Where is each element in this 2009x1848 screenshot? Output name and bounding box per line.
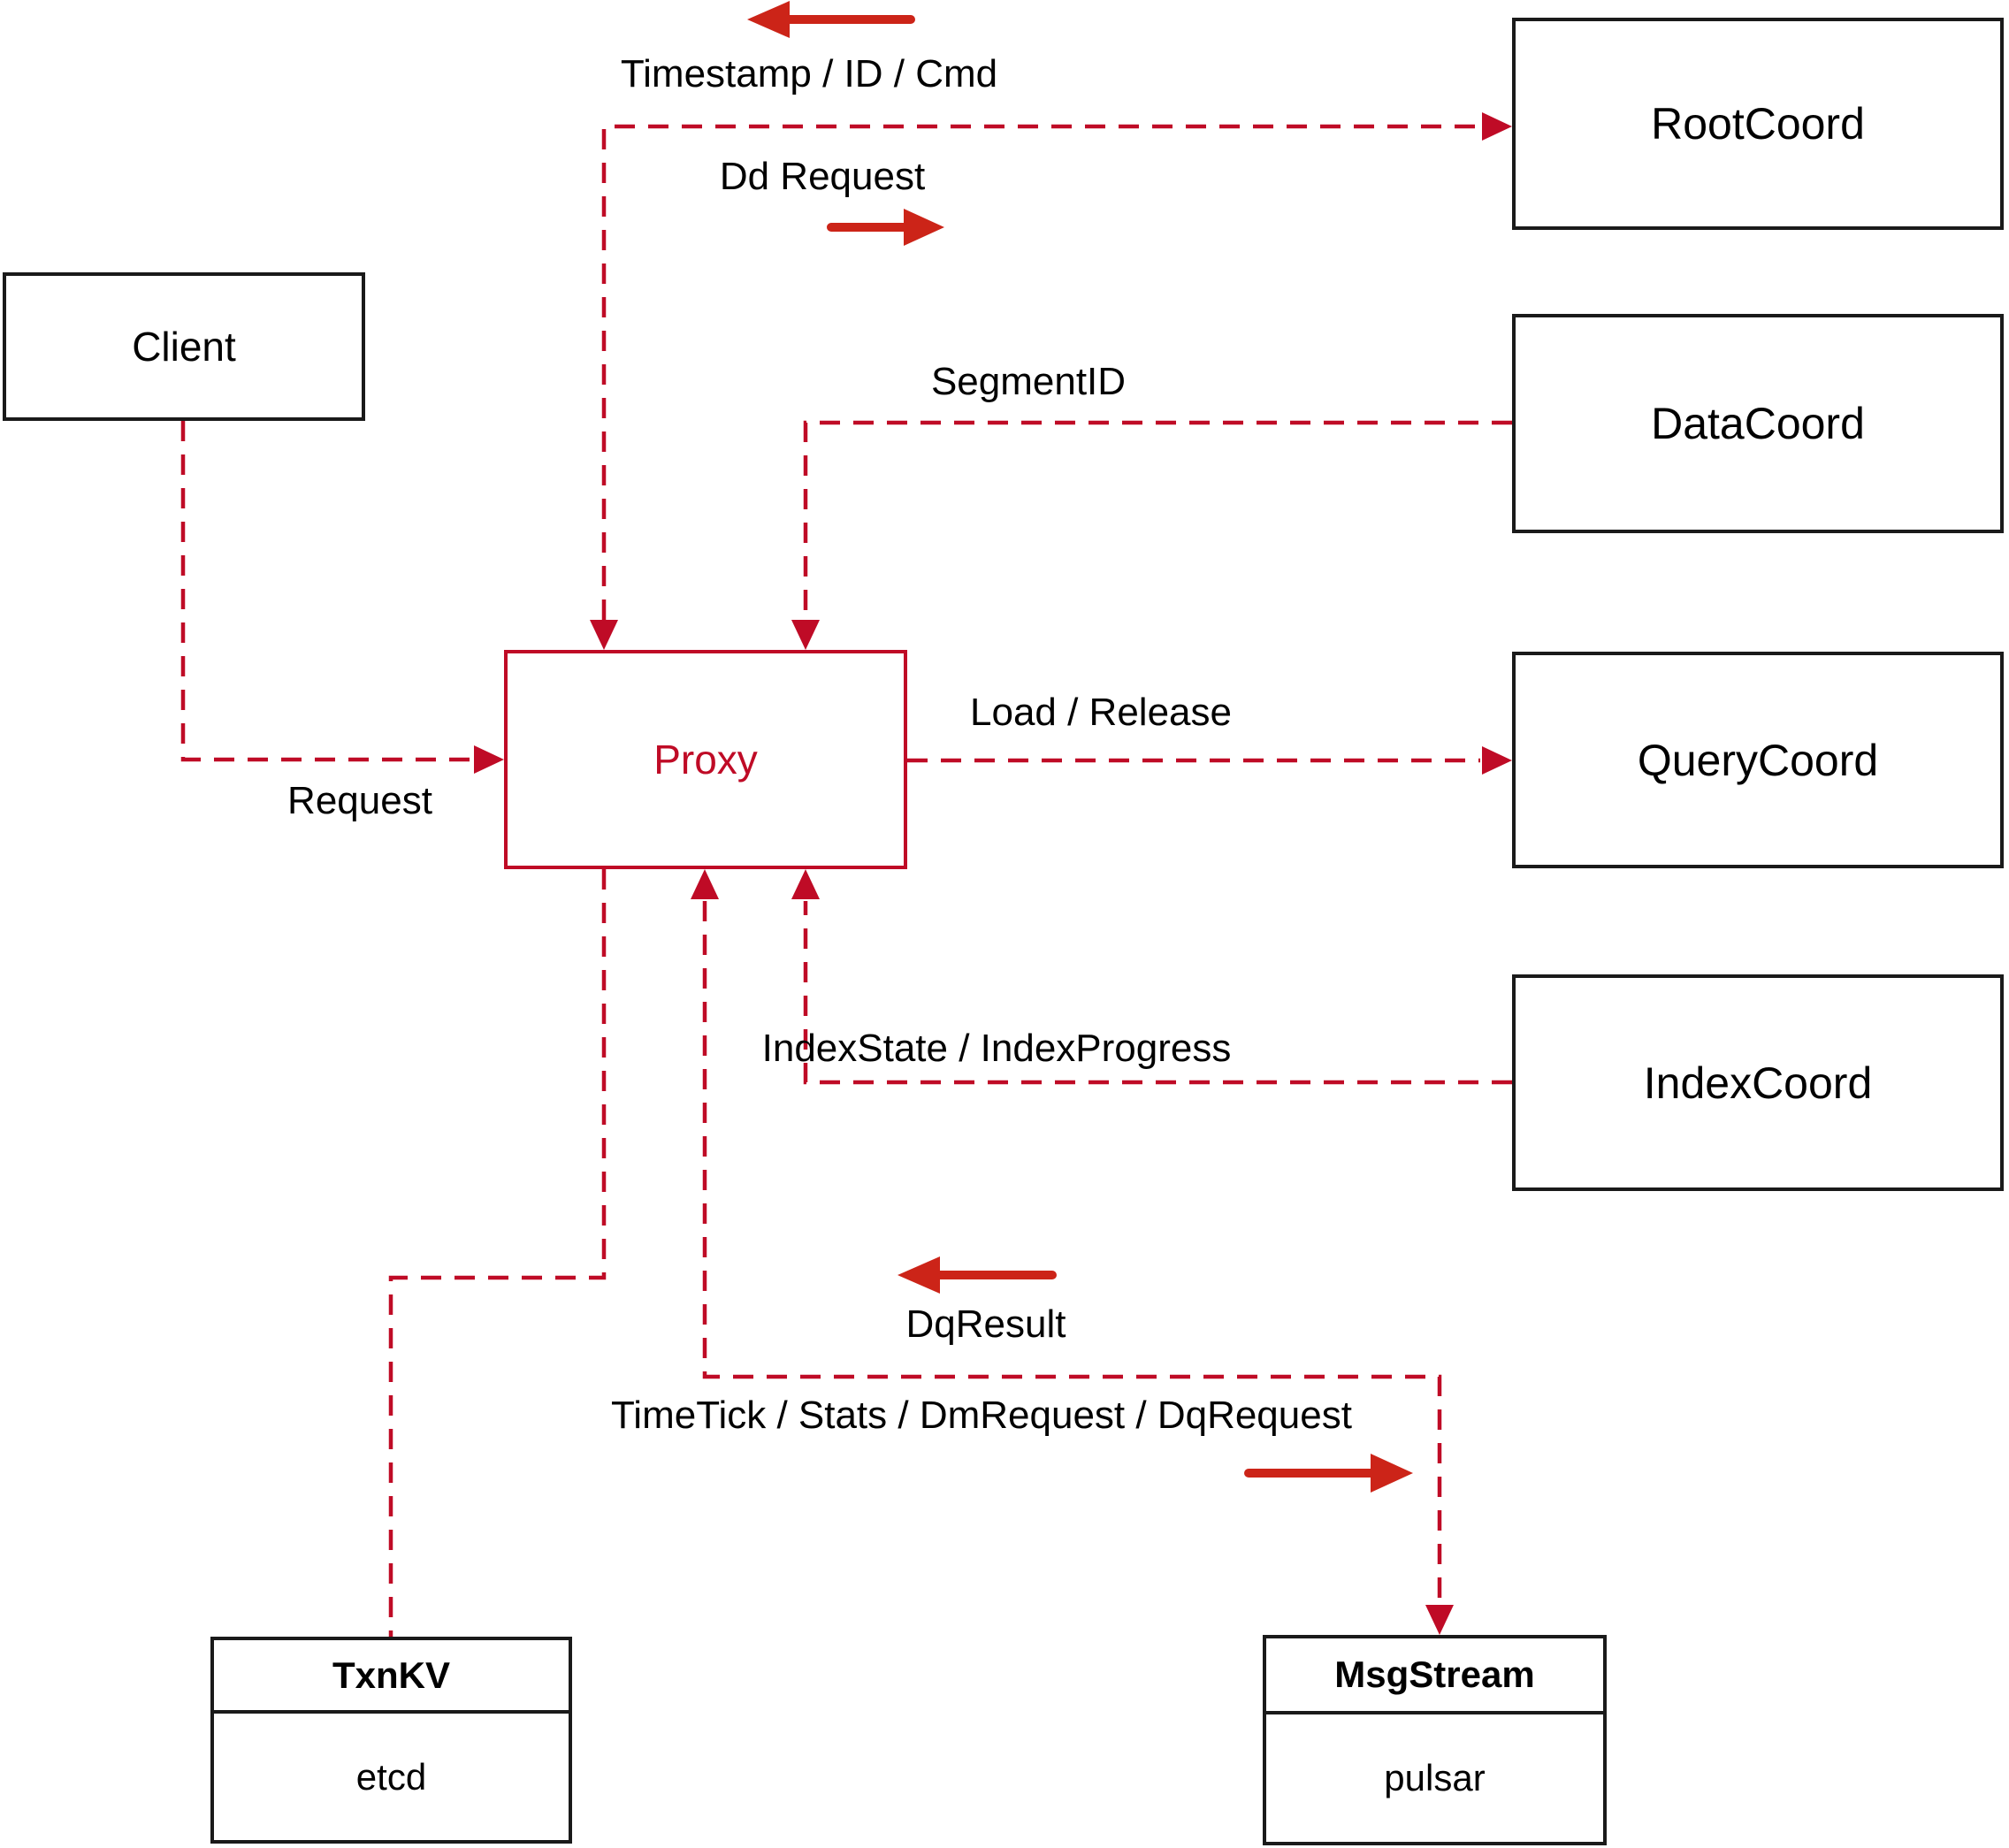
edge-datacoord-proxy bbox=[803, 420, 1512, 618]
node-indexcoord-label: IndexCoord bbox=[1643, 1058, 1873, 1108]
direction-arrow-left-head-icon bbox=[747, 1, 790, 38]
node-querycoord: QueryCoord bbox=[1512, 652, 2004, 868]
edge-label-timestamp-id-cmd: Timestamp / ID / Cmd bbox=[620, 52, 998, 95]
arrowhead-into-querycoord-icon bbox=[1482, 746, 1512, 775]
edge-proxy-rootcoord bbox=[601, 124, 1480, 620]
edge-proxy-msgstream bbox=[702, 901, 1442, 1603]
direction-arrow-dqresult-head-icon bbox=[898, 1256, 940, 1294]
edge-label-segment-id: SegmentID bbox=[930, 360, 1127, 403]
node-proxy: Proxy bbox=[504, 650, 907, 869]
node-msgstream-subtitle: pulsar bbox=[1384, 1757, 1486, 1798]
node-msgstream-title: MsgStream bbox=[1266, 1638, 1603, 1714]
edge-label-load-release: Load / Release bbox=[970, 691, 1232, 734]
arrowhead-into-proxy-bottom-left-icon bbox=[691, 869, 719, 899]
node-querycoord-label: QueryCoord bbox=[1637, 735, 1879, 785]
node-txnkv-subtitle: etcd bbox=[355, 1755, 427, 1798]
arrowhead-into-proxy-top-left-icon bbox=[590, 620, 618, 650]
arrowhead-into-proxy-bottom-right-icon bbox=[791, 869, 820, 899]
edge-label-timetick-stats: TimeTick / Stats / DmRequest / DqRequest bbox=[611, 1394, 1352, 1437]
node-proxy-label: Proxy bbox=[653, 737, 758, 783]
edge-label-request: Request bbox=[287, 779, 432, 822]
arrowhead-into-proxy-left-icon bbox=[474, 745, 504, 774]
node-txnkv: TxnKV etcd bbox=[210, 1637, 572, 1844]
node-datacoord-label: DataCoord bbox=[1651, 399, 1865, 448]
node-client-label: Client bbox=[132, 324, 236, 370]
arrowhead-into-msgstream-icon bbox=[1425, 1605, 1454, 1635]
edge-label-indexstate-indexprogress: IndexState / IndexProgress bbox=[761, 1027, 1232, 1070]
edge-label-dq-result: DqResult bbox=[905, 1302, 1066, 1346]
arrowhead-into-proxy-top-right-icon bbox=[791, 620, 820, 650]
node-rootcoord: RootCoord bbox=[1512, 18, 2004, 230]
node-client: Client bbox=[3, 272, 365, 421]
direction-arrow-timetick-head-icon bbox=[1371, 1454, 1413, 1493]
arrowhead-into-rootcoord-icon bbox=[1482, 112, 1512, 141]
node-msgstream: MsgStream pulsar bbox=[1263, 1635, 1607, 1845]
node-rootcoord-label: RootCoord bbox=[1651, 99, 1865, 149]
edge-indexcoord-proxy bbox=[803, 901, 1512, 1085]
direction-arrow-ddrequest-head-icon bbox=[904, 209, 944, 246]
node-datacoord: DataCoord bbox=[1512, 314, 2004, 533]
node-txnkv-title: TxnKV bbox=[214, 1640, 569, 1714]
edge-client-proxy bbox=[180, 421, 472, 762]
edge-proxy-txnkv bbox=[388, 869, 607, 1637]
node-indexcoord: IndexCoord bbox=[1512, 974, 2004, 1191]
edge-label-dd-request: Dd Request bbox=[719, 155, 926, 198]
